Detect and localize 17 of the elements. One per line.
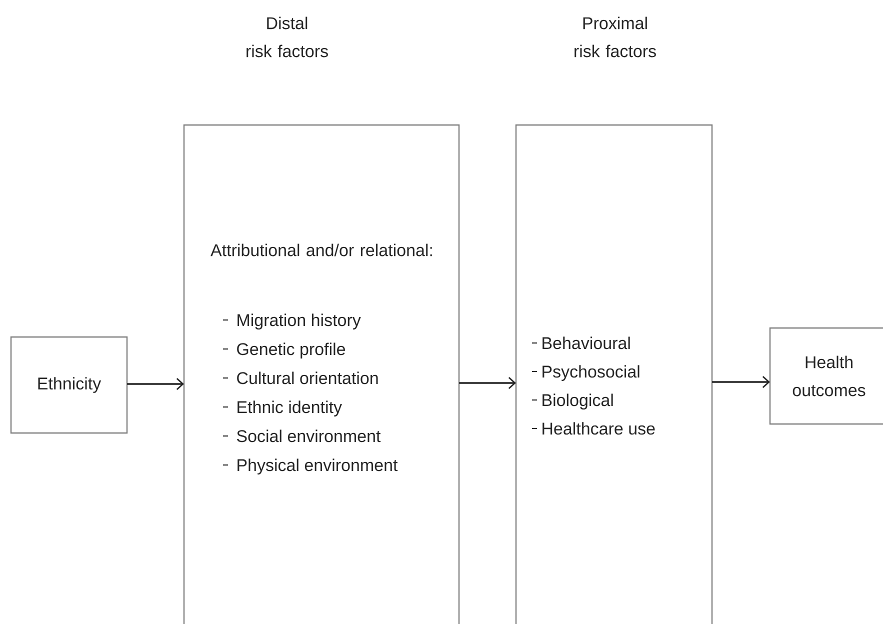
label-box: Health outcomes <box>769 327 883 425</box>
list-item: Social environment <box>223 430 381 442</box>
arrow <box>127 378 184 390</box>
list-item: Cultural orientation <box>223 372 378 384</box>
list-item: Ethnic identity <box>223 400 342 417</box>
list-item: Healthcare use <box>532 422 655 435</box>
arrow <box>712 376 770 388</box>
list-item: Genetic profile <box>223 342 346 359</box>
label-box: Ethnicity <box>10 336 128 434</box>
list-item: Migration history <box>223 314 361 330</box>
list-item: Behavioural <box>532 336 630 350</box>
list-item: Psychosocial <box>532 365 640 382</box>
column-heading: Distal risk factors <box>246 16 328 58</box>
arrow <box>459 376 516 390</box>
list-item: Physical environment <box>223 458 398 475</box>
list-item: Biological <box>532 394 613 410</box>
column-heading: Proximal risk factors <box>574 16 656 58</box>
